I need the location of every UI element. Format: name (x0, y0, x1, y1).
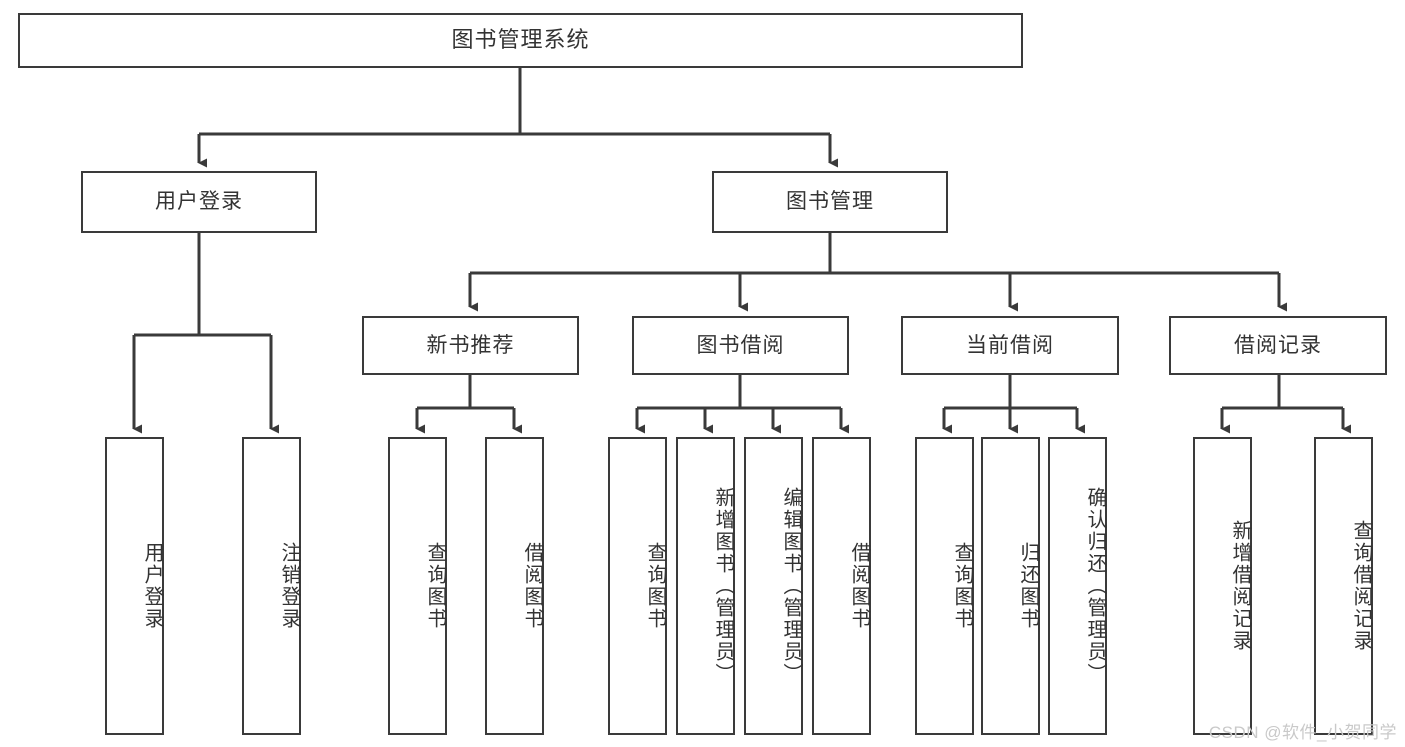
node-label: 新书推荐 (426, 333, 515, 357)
csdn-watermark: CSDN @软件_小贺同学 (1208, 723, 1397, 742)
node-book-management-system[interactable]: 图书管理系统 (18, 13, 1023, 68)
node-label: 查询借阅记录 (1350, 520, 1372, 652)
node-new-book-recommend[interactable]: 新书推荐 (362, 316, 579, 375)
node-label: 注销登录 (278, 542, 300, 630)
node-label: 新增借阅记录 (1229, 520, 1251, 652)
node-label: 确认归还（管理员） (1084, 487, 1106, 685)
node-label: 借阅记录 (1234, 333, 1322, 357)
node-current-borrow[interactable]: 当前借阅 (901, 316, 1119, 375)
node-label: 用户登录 (155, 190, 243, 214)
node-label: 查询图书 (951, 542, 973, 630)
leaf-borrow-books-new-recommend[interactable]: 借阅图书 (485, 437, 544, 735)
node-label: 当前借阅 (966, 333, 1054, 357)
leaf-query-books-current[interactable]: 查询图书 (915, 437, 974, 735)
node-label: 图书借阅 (696, 333, 785, 357)
node-borrow-record[interactable]: 借阅记录 (1169, 316, 1387, 375)
node-label: 图书管理 (786, 190, 874, 214)
leaf-user-login[interactable]: 用户登录 (105, 437, 164, 735)
leaf-query-books-borrow[interactable]: 查询图书 (608, 437, 667, 735)
node-label: 归还图书 (1017, 542, 1039, 630)
leaf-query-books-new-recommend[interactable]: 查询图书 (388, 437, 447, 735)
node-user-login[interactable]: 用户登录 (81, 171, 317, 233)
leaf-logout-login[interactable]: 注销登录 (242, 437, 301, 735)
node-label: 借阅图书 (521, 542, 543, 630)
leaf-query-borrow-record[interactable]: 查询借阅记录 (1314, 437, 1373, 735)
node-label: 用户登录 (141, 542, 163, 630)
leaf-edit-book-admin[interactable]: 编辑图书（管理员） (744, 437, 803, 735)
node-book-borrow[interactable]: 图书借阅 (632, 316, 849, 375)
leaf-borrow-books-borrow[interactable]: 借阅图书 (812, 437, 871, 735)
node-book-management[interactable]: 图书管理 (712, 171, 948, 233)
leaf-add-book-admin[interactable]: 新增图书（管理员） (676, 437, 735, 735)
node-label: 新增图书（管理员） (712, 487, 734, 685)
node-label: 借阅图书 (848, 542, 870, 630)
node-label: 查询图书 (424, 542, 446, 630)
leaf-add-borrow-record[interactable]: 新增借阅记录 (1193, 437, 1252, 735)
node-label: 图书管理系统 (451, 27, 590, 53)
node-label: 编辑图书（管理员） (780, 487, 802, 685)
node-label: 查询图书 (644, 542, 666, 630)
leaf-confirm-return-admin[interactable]: 确认归还（管理员） (1048, 437, 1107, 735)
leaf-return-books[interactable]: 归还图书 (981, 437, 1040, 735)
